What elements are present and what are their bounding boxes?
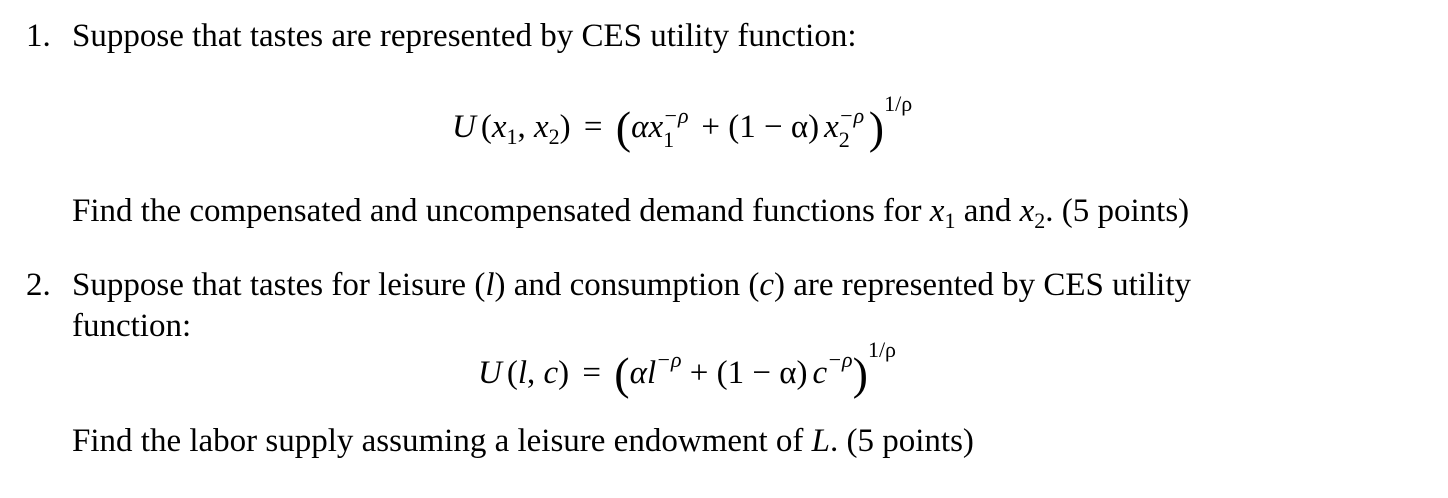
eq1-x1: x xyxy=(648,109,664,145)
eq1-lhs-func: U xyxy=(452,109,476,145)
problem-2-task-text: Find the labor supply assuming a leisure… xyxy=(72,423,812,459)
eq1-plus: + xyxy=(701,109,720,145)
problem-2-equation: U(l, c) = (αl−ρ + (1 − α)c−ρ)1/ρ xyxy=(478,339,896,397)
eq1-lhs-x2: x xyxy=(534,109,549,145)
eq1-x2-subscript: 2 xyxy=(838,127,850,152)
problem-2-task-L: L xyxy=(811,423,830,459)
eq1-x1-subscript: 1 xyxy=(663,127,675,152)
eq2-l: l xyxy=(646,355,657,391)
eq2-lhs-func: U xyxy=(478,355,502,391)
eq2-lhs-open: ( xyxy=(506,355,518,391)
eq1-big-open-paren: ( xyxy=(615,102,632,153)
eq1-alpha: α xyxy=(631,109,649,145)
eq2-l-exponent: −ρ xyxy=(656,347,682,372)
eq2-big-close-paren: ) xyxy=(852,348,868,399)
eq1-lhs-comma: , xyxy=(517,109,534,145)
eq2-alpha: α xyxy=(629,355,647,391)
eq1-lhs-x1: x xyxy=(491,109,507,145)
eq2-c: c xyxy=(812,355,828,391)
problem-2-intro-b: ) and consumption ( xyxy=(494,267,760,303)
eq1-x2: x xyxy=(824,109,839,145)
eq2-one-minus-alpha: (1 − α) xyxy=(716,355,808,391)
eq1-lhs-open: ( xyxy=(480,109,492,145)
eq1-big-close-paren: ) xyxy=(868,102,885,153)
eq2-big-open-paren: ( xyxy=(614,348,630,399)
problem-1-task-x2: x xyxy=(1019,193,1035,229)
problem-1-task-text: Find the compensated and uncompensated d… xyxy=(72,193,930,229)
problem-1-task: Find the compensated and uncompensated d… xyxy=(72,191,1190,233)
problem-1-intro: Suppose that tastes are represented by C… xyxy=(72,18,857,54)
problem-1-task-x1: x xyxy=(929,193,945,229)
eq1-lhs-close: ) xyxy=(559,109,571,145)
problem-2-task-end: . (5 points) xyxy=(830,423,974,459)
eq2-equals: = xyxy=(582,355,602,391)
eq1-equals: = xyxy=(583,109,603,145)
eq2-lhs-c: c xyxy=(543,355,559,391)
problem-1-task-end: . (5 points) xyxy=(1045,193,1190,229)
eq2-lhs-comma: , xyxy=(527,355,544,391)
eq1-lhs-sub2: 2 xyxy=(548,124,560,149)
eq2-lhs-close: ) xyxy=(558,355,570,391)
problem-2-intro-l: l xyxy=(485,267,495,303)
problem-1-task-and: and xyxy=(955,193,1020,229)
problem-2-intro-line-2: function: xyxy=(72,308,192,344)
problem-1-task-sub1: 1 xyxy=(944,208,956,233)
eq1-x1-exponent: −ρ xyxy=(663,103,689,128)
eq2-lhs-l: l xyxy=(517,355,528,391)
problem-2-number: 2. xyxy=(26,267,51,303)
problem-2-intro-a: Suppose that tastes for leisure ( xyxy=(72,267,486,303)
eq1-one-minus-alpha: (1 − α) xyxy=(728,109,820,145)
eq2-c-exponent: −ρ xyxy=(827,347,853,372)
problem-1-task-sub2: 2 xyxy=(1034,208,1046,233)
problem-2-intro-d: ) are represented by CES utility xyxy=(774,267,1191,303)
eq1-x2-exponent: −ρ xyxy=(838,103,865,128)
eq2-plus: + xyxy=(689,355,709,391)
eq1-outer-exponent: 1/ρ xyxy=(884,91,913,116)
problem-2-intro: Suppose that tastes for leisure (l) and … xyxy=(72,265,1191,305)
eq2-outer-exponent: 1/ρ xyxy=(867,337,897,362)
problem-2-intro-c: c xyxy=(759,267,775,303)
problem-2-task: Find the labor supply assuming a leisure… xyxy=(72,421,974,461)
problem-1-number: 1. xyxy=(26,18,51,54)
eq1-lhs-sub1: 1 xyxy=(506,124,518,149)
